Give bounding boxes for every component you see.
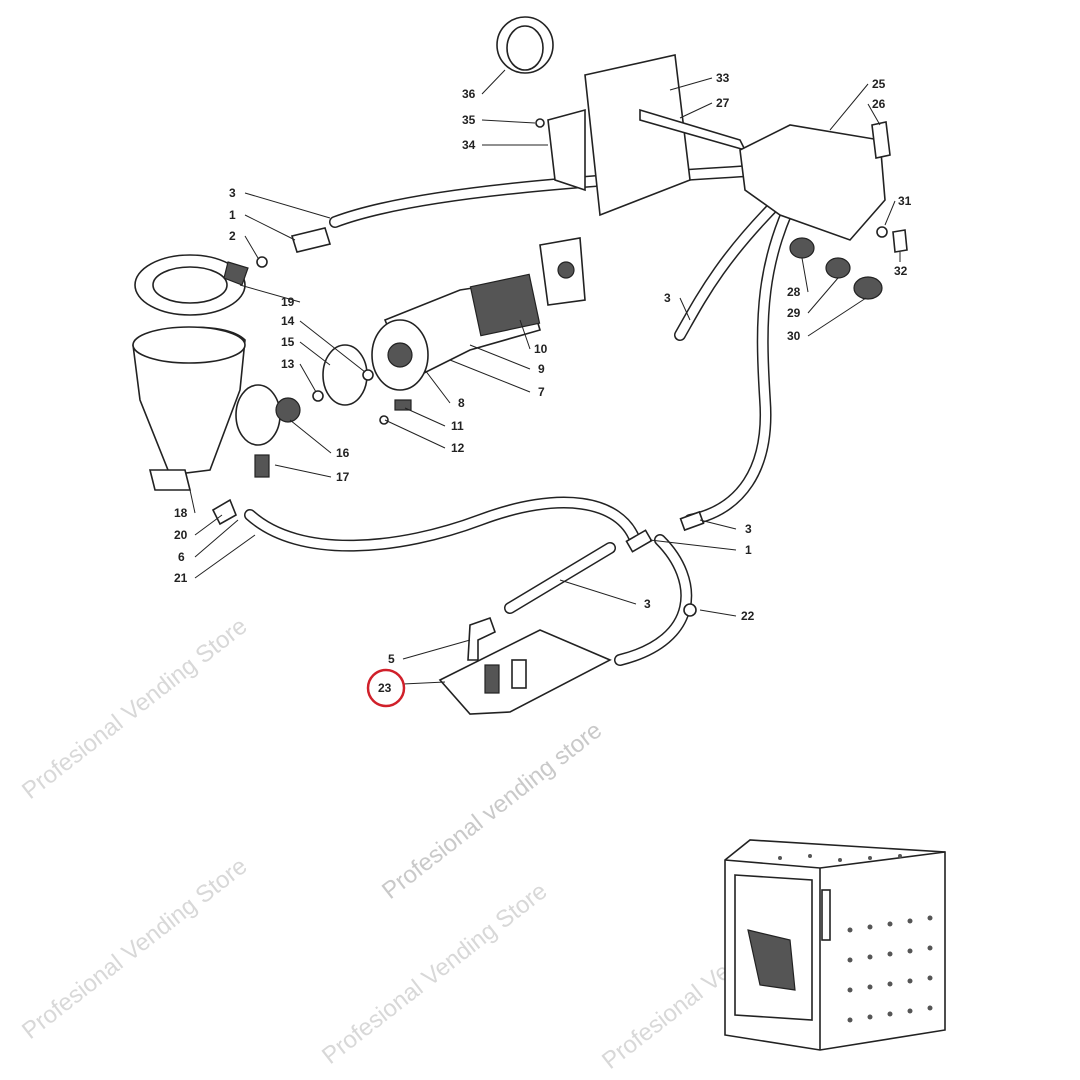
label-22: 22 <box>741 609 755 623</box>
machine-thumbnail <box>724 839 946 1051</box>
label-18: 18 <box>174 506 188 520</box>
label-14: 14 <box>281 314 295 328</box>
label-31: 31 <box>898 194 912 208</box>
label-12: 12 <box>451 441 465 455</box>
label-3: 3 <box>644 597 651 611</box>
label-3: 3 <box>745 522 752 536</box>
label-5: 5 <box>388 652 395 666</box>
part-labels: 36 35 34 33 27 25 26 3 1 2 19 14 15 13 3… <box>174 71 912 708</box>
gearbox-33 <box>496 16 747 217</box>
watermark: Profesional Vending Store <box>17 613 252 805</box>
leader-lines <box>189 69 901 685</box>
label-16: 16 <box>336 446 350 460</box>
label-9: 9 <box>538 362 545 376</box>
valve-block-25 <box>739 121 908 300</box>
label-23: 23 <box>378 681 392 695</box>
motor-assembly <box>371 237 586 425</box>
label-25: 25 <box>872 77 886 91</box>
label-21: 21 <box>174 571 188 585</box>
label-32: 32 <box>894 264 908 278</box>
label-20: 20 <box>174 528 188 542</box>
label-15: 15 <box>281 335 295 349</box>
label-11: 11 <box>451 419 464 433</box>
label-1: 1 <box>745 543 752 557</box>
label-29: 29 <box>787 306 801 320</box>
label-3: 3 <box>229 186 236 200</box>
label-2: 2 <box>229 229 236 243</box>
label-30: 30 <box>787 329 801 343</box>
label-36: 36 <box>462 87 476 101</box>
label-3: 3 <box>664 291 671 305</box>
label-33: 33 <box>716 71 730 85</box>
label-10: 10 <box>534 342 548 356</box>
label-1: 1 <box>229 208 236 222</box>
label-6: 6 <box>178 550 185 564</box>
watermark: Profesional Vending Store <box>17 853 252 1045</box>
mixer-assembly <box>132 227 374 526</box>
gasket-15 <box>322 344 368 406</box>
label-8: 8 <box>458 396 465 410</box>
base-plate-23 <box>438 510 705 715</box>
label-13: 13 <box>281 357 295 371</box>
watermarks: Profesional Vending Store Profesional Ve… <box>17 613 832 1075</box>
elbow-5 <box>467 616 496 661</box>
label-28: 28 <box>787 285 801 299</box>
label-26: 26 <box>872 97 886 111</box>
label-35: 35 <box>462 113 476 127</box>
watermark: Profesional Vending Store <box>317 878 552 1070</box>
label-17: 17 <box>336 470 350 484</box>
highlight-circle <box>366 668 406 708</box>
watermark-center: Profesional vending store <box>377 717 607 905</box>
tubes <box>244 164 806 666</box>
label-7: 7 <box>538 385 545 399</box>
label-27: 27 <box>716 96 730 110</box>
impeller-16 <box>275 397 301 423</box>
label-19: 19 <box>281 295 295 309</box>
label-34: 34 <box>462 138 476 152</box>
